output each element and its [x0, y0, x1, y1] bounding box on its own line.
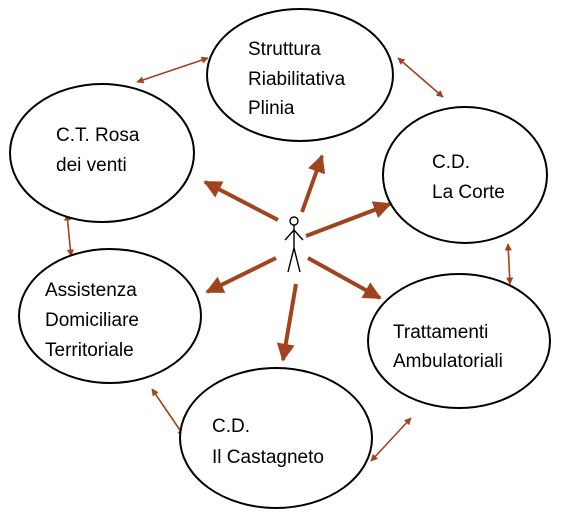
spoke-to-ct-rosa-arrow	[203, 180, 279, 222]
link-cd-corte-trattamenti-arrow	[504, 243, 514, 285]
node-label-line: Ambulatoriali	[393, 351, 503, 372]
node-label-line: Trattamenti	[393, 322, 488, 343]
spoke-to-trattamenti-arrow	[307, 256, 382, 300]
node-label-line: Il Castagneto	[212, 447, 324, 468]
node-label-line: Assistenza	[45, 280, 137, 301]
link-struttura-cd-corte-arrow	[397, 57, 444, 98]
node-trattamenti-ambulatoriali: Trattamenti Ambulatoriali	[367, 273, 551, 409]
link-assistenza-ct-rosa-arrow	[64, 213, 74, 257]
link-castagneto-assistenza-arrow	[151, 388, 185, 437]
node-label-line: C.D.	[432, 152, 470, 173]
link-trattamenti-castagneto-arrow	[370, 417, 412, 462]
spoke-to-assistenza-arrow	[205, 256, 277, 294]
connector-layer	[64, 56, 514, 462]
person-icon	[284, 216, 304, 273]
node-label-line: C.D.	[212, 416, 250, 437]
node-label-line: Territoriale	[45, 340, 134, 361]
node-cd-il-castagneto: C.D. Il Castagneto	[179, 367, 373, 509]
node-label-line: Domiciliare	[45, 310, 139, 331]
node-assistenza-domiciliare-territoriale: Assistenza Domiciliare Territoriale	[18, 248, 202, 384]
node-ct-rosa-dei-venti: C.T. Rosa dei venti	[9, 83, 195, 223]
spoke-to-cd-corte-arrow	[305, 201, 392, 238]
node-label-line: Struttura	[248, 39, 321, 60]
spoke-to-struttura-arrow	[300, 154, 326, 213]
node-label-line: dei venti	[56, 155, 127, 176]
node-label-line: C.T. Rosa	[56, 125, 140, 146]
spoke-to-castagneto-arrow	[276, 283, 298, 362]
node-label-line: Riabilitativa	[248, 69, 346, 90]
node-cd-la-corte: C.D. La Corte	[382, 106, 548, 244]
node-label-line: La Corte	[432, 182, 505, 203]
node-label-line: Plinia	[248, 98, 295, 119]
node-struttura-riabilitativa-plinia: Struttura Riabilitativa Plinia	[206, 8, 394, 142]
link-ct-rosa-struttura-arrow	[136, 56, 209, 84]
